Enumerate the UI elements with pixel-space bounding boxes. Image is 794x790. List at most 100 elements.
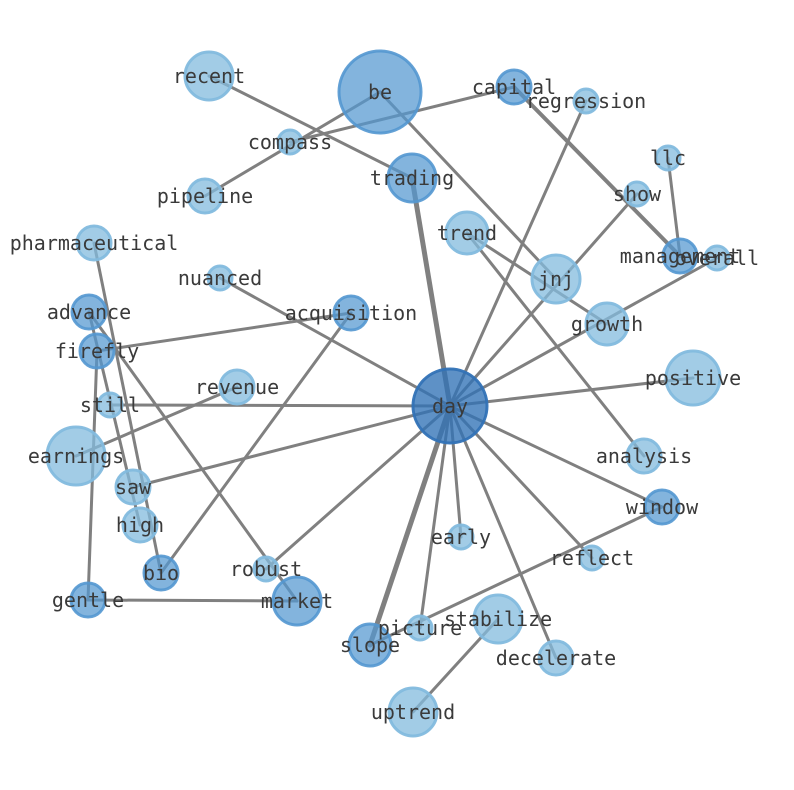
- node-firefly: [78, 332, 116, 370]
- node-label-advance: advance: [47, 300, 131, 324]
- node-gentle: [69, 581, 107, 619]
- node-decelerate: [537, 639, 575, 677]
- node-label-reflect: reflect: [550, 546, 634, 570]
- node-window: [643, 488, 681, 526]
- node-high: [121, 506, 159, 544]
- node-stabilize: [472, 593, 524, 645]
- node-label-acquisition: acquisition: [285, 301, 417, 325]
- node-label-gentle: gentle: [52, 588, 124, 612]
- node-label-robust: robust: [230, 557, 302, 581]
- edge-recent-trading: [207, 74, 414, 180]
- node-reflect: [578, 544, 606, 572]
- node-regression: [572, 87, 600, 115]
- edge-day-positive: [448, 376, 695, 408]
- node-show: [623, 180, 651, 208]
- edge-day-overall: [448, 256, 719, 408]
- node-label-compass: compass: [248, 130, 332, 154]
- node-label-jnj: jnj: [538, 267, 574, 291]
- edge-day-window: [448, 404, 664, 509]
- node-label-trading: trading: [370, 166, 454, 190]
- node-label-management: management: [620, 244, 740, 268]
- node-recent: [183, 50, 235, 102]
- node-llc: [654, 144, 682, 172]
- edge-acquisition-bio: [159, 311, 353, 575]
- edge-gentle-market: [86, 598, 299, 603]
- edge-be-jnj: [378, 90, 558, 281]
- node-jnj: [530, 253, 582, 305]
- node-label-day: day: [432, 394, 468, 418]
- node-label-show: show: [613, 182, 662, 206]
- node-earnings: [45, 425, 107, 487]
- node-revenue: [218, 368, 256, 406]
- node-label-early: early: [431, 525, 491, 549]
- edge-day-trading: [409, 175, 453, 409]
- nodes-layer: [45, 49, 731, 738]
- node-label-nuanced: nuanced: [178, 266, 262, 290]
- node-advance: [70, 293, 108, 331]
- node-label-regression: regression: [526, 89, 646, 113]
- node-label-revenue: revenue: [195, 375, 279, 399]
- node-management: [661, 237, 699, 275]
- node-slope: [347, 622, 393, 668]
- node-label-earnings: earnings: [28, 444, 124, 468]
- node-trading: [386, 152, 438, 204]
- node-positive: [664, 349, 722, 407]
- node-market: [271, 575, 323, 627]
- node-label-llc: llc: [650, 146, 686, 170]
- edge-day-robust: [264, 404, 452, 571]
- node-still: [96, 391, 124, 419]
- node-label-positive: positive: [645, 366, 741, 390]
- edge-trend-analysis: [465, 231, 646, 458]
- node-label-bio: bio: [143, 561, 179, 585]
- node-label-be: be: [368, 80, 392, 104]
- edge-day-regression: [448, 99, 588, 408]
- edge-advance-market: [87, 310, 299, 603]
- node-label-picture: picture: [378, 616, 462, 640]
- node-acquisition: [332, 294, 370, 332]
- node-label-capital: capital: [472, 75, 556, 99]
- node-day: [411, 367, 489, 445]
- node-bio: [142, 554, 180, 592]
- node-pipeline: [186, 177, 224, 215]
- node-picture: [406, 614, 434, 642]
- node-pharmaceutical: [75, 224, 113, 262]
- node-analysis: [625, 437, 663, 475]
- node-be: [337, 49, 423, 135]
- node-label-market: market: [261, 589, 333, 613]
- node-uptrend: [387, 686, 439, 738]
- node-label-high: high: [116, 513, 164, 537]
- node-capital: [495, 68, 533, 106]
- node-label-decelerate: decelerate: [496, 646, 616, 670]
- node-saw: [114, 468, 152, 506]
- node-label-recent: recent: [173, 64, 245, 88]
- node-label-window: window: [626, 495, 699, 519]
- node-label-pharmaceutical: pharmaceutical: [10, 231, 179, 255]
- node-early: [447, 523, 475, 551]
- edge-capital-management: [512, 85, 682, 258]
- node-label-trend: trend: [437, 221, 497, 245]
- node-overall: [703, 244, 731, 272]
- node-trend: [444, 210, 490, 256]
- edge-day-nuanced: [218, 276, 452, 408]
- node-label-saw: saw: [115, 475, 152, 499]
- node-label-analysis: analysis: [596, 444, 692, 468]
- node-label-growth: growth: [571, 312, 643, 336]
- edge-firefly-acquisition: [95, 311, 353, 353]
- node-label-still: still: [80, 393, 140, 417]
- node-nuanced: [206, 264, 234, 292]
- node-label-stabilize: stabilize: [444, 607, 552, 631]
- node-label-firefly: firefly: [55, 339, 139, 363]
- edge-day-decelerate: [448, 404, 558, 660]
- edge-day-slope: [367, 403, 453, 648]
- edge-day-saw: [131, 404, 452, 489]
- node-robust: [252, 555, 280, 583]
- node-compass: [276, 128, 304, 156]
- node-label-pipeline: pipeline: [157, 184, 253, 208]
- node-label-uptrend: uptrend: [371, 700, 455, 724]
- node-label-overall: overall: [675, 246, 759, 270]
- node-growth: [584, 301, 630, 347]
- edge-day-still: [108, 403, 452, 408]
